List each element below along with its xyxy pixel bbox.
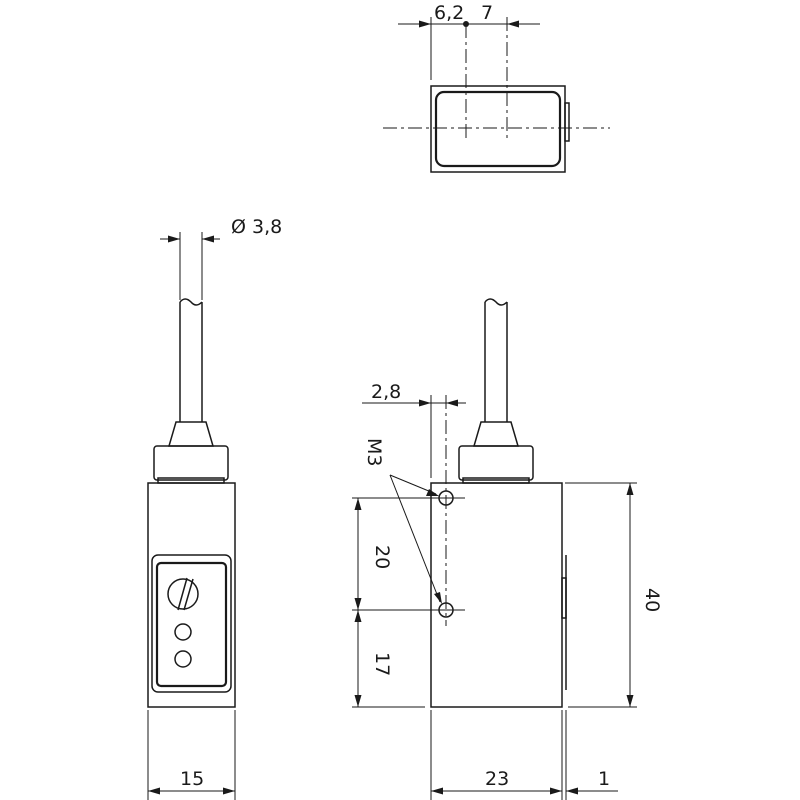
front-view: Ø 3,8 15 (147, 216, 282, 800)
front-panel-inner (155, 561, 228, 688)
top-view-inner-window (434, 90, 562, 168)
top-view-side-lip (564, 102, 570, 142)
arrowhead (550, 787, 562, 795)
top-view: 6,2 7 (383, 2, 610, 173)
dim-label-side-hole-offset: 2,8 (371, 381, 401, 403)
arrowhead (434, 592, 442, 604)
arrowhead (148, 787, 160, 795)
dim-label-front-width: 15 (180, 768, 204, 790)
dim-label-hole-spacing: 20 (371, 545, 393, 569)
arrowhead (419, 20, 431, 28)
dim-label-top-offset-b: 7 (481, 2, 493, 24)
front-connector-nut (153, 445, 229, 481)
dim-label-thread: M3 (363, 438, 385, 466)
side-cable (484, 302, 508, 422)
side-strain-relief (473, 421, 519, 447)
indicator-led-2-icon (174, 650, 192, 668)
arrowhead (626, 483, 634, 495)
front-panel-outer (151, 554, 232, 693)
arrowhead (507, 20, 519, 28)
dim-label-side-lip: 1 (598, 768, 610, 790)
front-strain-relief (168, 421, 214, 447)
side-cable-break (484, 298, 508, 306)
dim-label-cable-diameter: Ø 3,8 (231, 216, 282, 238)
front-cable (179, 302, 203, 422)
dim-label-side-width: 23 (485, 768, 509, 790)
dim-label-top-offset-a: 6,2 (434, 2, 464, 24)
potentiometer-dial-icon (167, 578, 199, 610)
front-cable-break (179, 298, 203, 306)
arrowhead (354, 598, 362, 610)
arrowhead (168, 235, 180, 243)
dim-label-hole-height: 17 (371, 652, 393, 676)
arrowhead (354, 610, 362, 622)
arrowhead (202, 235, 214, 243)
arrowhead (626, 695, 634, 707)
thread-leader-lower (389, 474, 441, 603)
arrowhead (223, 787, 235, 795)
side-connector-nut (458, 445, 534, 481)
arrowhead (566, 787, 578, 795)
arrowhead (446, 399, 458, 407)
dim-label-overall-height: 40 (641, 588, 663, 612)
arrowhead (431, 787, 443, 795)
potentiometer-slot (177, 577, 194, 611)
dimension-origin-dot (463, 21, 469, 27)
arrowhead (426, 489, 439, 496)
side-housing (430, 482, 563, 708)
indicator-led-1-icon (174, 623, 192, 641)
front-housing (147, 482, 236, 708)
side-view: 2,8 M3 20 17 40 23 1 (352, 298, 663, 800)
arrowhead (419, 399, 431, 407)
arrowhead (354, 695, 362, 707)
arrowhead (354, 498, 362, 510)
top-view-outer-body (430, 85, 566, 173)
